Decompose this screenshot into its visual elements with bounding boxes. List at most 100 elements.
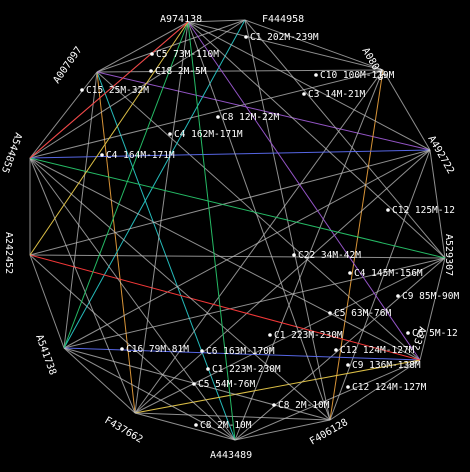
edge-label-dot-1	[150, 52, 154, 56]
edge-label-20: C1 223M-230M	[212, 364, 281, 375]
edge-label-0: C1 202M-239M	[250, 32, 319, 43]
node-label-f406128: F406128	[308, 417, 350, 448]
edge-34	[134, 149, 431, 414]
edge-label-dot-0	[244, 35, 248, 39]
edge-59	[29, 21, 189, 256]
edge-label-dot-20	[206, 367, 210, 371]
edge-22	[63, 19, 246, 349]
edge-38	[234, 257, 446, 441]
edge-41	[187, 21, 421, 361]
edge-label-dot-15	[268, 333, 272, 337]
edge-27	[134, 69, 384, 414]
edge-17	[29, 71, 98, 159]
edge-label-dot-10	[292, 253, 296, 257]
edge-25	[187, 21, 384, 71]
edge-label-15: C1 223M-230M	[274, 330, 343, 341]
edge-label-dot-12	[396, 294, 400, 298]
edge-label-dot-17	[120, 347, 124, 351]
edge-49	[29, 157, 331, 421]
edge-label-17: C16 79M-81M	[126, 344, 189, 355]
edge-label-23: C8 2M-10M	[278, 400, 330, 411]
node-label-a492722: A492722	[425, 134, 456, 176]
edge-46	[29, 254, 421, 361]
edge-18	[63, 71, 98, 349]
edge-label-dot-4	[80, 88, 84, 92]
edge-label-5: C3 14M-21M	[308, 89, 365, 100]
edge-47	[187, 21, 331, 421]
node-label-a529307: A529307	[443, 234, 454, 276]
edge-label-dot-22	[346, 385, 350, 389]
edge-label-24: C8 2M-10M	[200, 420, 252, 431]
edge-5	[329, 359, 421, 421]
edge-43	[234, 359, 421, 441]
edge-label-dot-8	[100, 153, 104, 157]
edge-12	[96, 21, 189, 73]
edge-label-21: C5 54M-76M	[198, 379, 255, 390]
edge-37	[63, 257, 446, 349]
edge-label-dot-2	[149, 69, 153, 73]
edge-label-16: C12 124M-127M	[340, 345, 415, 356]
edge-14	[96, 71, 431, 151]
edge-20	[187, 19, 246, 23]
edge-53	[63, 347, 236, 441]
edge-35	[329, 149, 431, 421]
node-label-f444958: F444958	[262, 14, 304, 25]
edge-32	[29, 149, 431, 256]
edge-label-12: C9 85M-90M	[402, 291, 459, 302]
edge-3	[429, 149, 446, 259]
edge-33	[63, 149, 431, 349]
edge-label-dot-14	[406, 331, 410, 335]
edge-label-dot-9	[386, 208, 390, 212]
node-label-f437662: F437662	[103, 415, 145, 446]
edge-label-dot-5	[302, 92, 306, 96]
edge-label-dot-24	[194, 423, 198, 427]
edge-label-dot-21	[192, 382, 196, 386]
edge-16	[96, 71, 136, 414]
edge-label-11: C4 145M-156M	[354, 268, 423, 279]
edge-57	[63, 21, 189, 349]
edge-58	[29, 157, 446, 259]
edge-21	[29, 19, 246, 159]
edge-label-10: C22 34M-42M	[298, 250, 361, 261]
edge-label-dot-13	[328, 311, 332, 315]
edge-40	[29, 254, 446, 259]
edge-45	[29, 157, 421, 361]
edge-label-1: C5 73M-110M	[156, 49, 219, 60]
edge-39	[134, 257, 446, 414]
edge-51	[187, 21, 236, 441]
edge-56	[29, 157, 136, 414]
edge-label-dot-23	[272, 403, 276, 407]
edge-label-4: C15 25M-32M	[86, 85, 149, 96]
node-label-a242452: A242452	[3, 232, 14, 274]
edge-label-dot-18	[200, 349, 204, 353]
edge-13	[96, 69, 384, 73]
edge-9	[29, 254, 65, 349]
edge-label-22: C12 124M-127M	[352, 382, 427, 393]
edge-44	[134, 359, 421, 414]
edge-label-dot-16	[334, 348, 338, 352]
edge-label-dot-6	[216, 115, 220, 119]
edge-55	[134, 21, 189, 414]
edge-label-dot-19	[346, 363, 350, 367]
edge-48	[63, 347, 331, 421]
edge-36	[187, 21, 446, 259]
edge-label-18: C6 163M-170M	[206, 346, 275, 357]
node-label-a007097: A007097	[51, 45, 84, 86]
edge-6	[234, 419, 331, 441]
edge-label-6: C8 12M-22M	[222, 112, 279, 123]
edge-label-3: C10 100M-119M	[320, 70, 395, 81]
edge-label-8: C4 164M-171M	[106, 150, 175, 161]
edge-1	[244, 19, 384, 71]
edge-label-13: C5 63M-76M	[334, 308, 391, 319]
edge-label-7: C4 162M-171M	[174, 129, 243, 140]
edge-label-9: C12 125M-12	[392, 205, 455, 216]
edge-31	[187, 21, 431, 151]
edge-label-dot-3	[314, 73, 318, 77]
edge-label-dot-7	[168, 132, 172, 136]
edge-label-dot-11	[348, 271, 352, 275]
node-label-a974138: A974138	[160, 14, 202, 25]
edge-23	[244, 19, 446, 259]
